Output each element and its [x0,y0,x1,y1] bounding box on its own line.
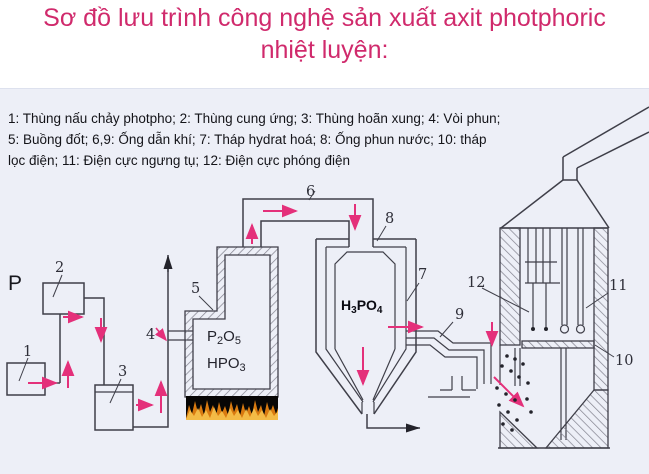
flow-arrow-nozzle [154,327,168,342]
phosphorus-input-label: P [8,272,22,295]
marker-7: 7 [418,267,427,283]
combustion-chamber: 5 P2O5 HPO3 [184,246,279,420]
marker-1-tick [18,357,29,382]
marker-10-tick [594,344,615,358]
funnel-right [576,179,610,229]
formula-h3po4: H3PO4 [341,297,383,316]
marker-6-tick [308,190,316,201]
legend-line-1: 1: Thùng nấu chảy photpho; 2: Thùng cung… [8,111,501,126]
spray-dots [495,354,533,432]
marker-12: 12 [467,275,485,291]
tower7-inner-vessel [334,251,396,401]
legend-line-2: 5: Buồng đốt; 6,9: Ống dẫn khí; 7: Tháp … [8,132,487,147]
marker-9-tick [439,321,454,338]
tower10-right-wall [593,227,609,391]
marker-7-tick [406,282,420,302]
chimney-upper-line [562,106,649,158]
electrode-tip [544,327,548,331]
riser-pipe [133,255,169,428]
marker-11-tick [585,292,609,309]
page-title: Sơ đồ lưu trình công nghệ sản xuất axit … [0,2,649,66]
flow-arrow-spray [493,376,525,408]
marker-8: 8 [385,211,394,227]
condenser-tip [575,324,586,334]
fire-flames-yellow [186,407,278,420]
gas-duct-6: 6 [242,184,374,247]
marker-4: 4 [146,327,155,343]
marker-8-tick [376,225,387,242]
chimney-lower-line [576,131,649,169]
marker-11: 11 [609,278,627,294]
fire [186,396,278,420]
duct9-line-1 [406,330,492,384]
phosphorus-feed-system: P 1 2 3 4 [6,254,193,431]
legend-line-3: lọc điện; 11: Điện cực ngưng tụ; 12: Điệ… [8,153,351,168]
melting-tank-1 [6,362,46,396]
tower7-neck [361,402,375,414]
condensing-electrodes [561,228,584,325]
discharge-electrodes [525,228,560,327]
duct9-line-2 [406,337,485,384]
marker-2-tick [52,274,63,298]
chimney-neck [562,157,578,181]
marker-2: 2 [55,260,64,276]
marker-3-tick [109,378,122,404]
marker-6: 6 [306,184,315,200]
tower7-drain-pipe [366,414,420,429]
duct9-line-3 [406,344,478,389]
title-line-1: Sơ đồ lưu trình công nghệ sản xuất axit … [43,4,606,32]
electrode-tip [531,327,535,331]
marker-3: 3 [118,364,127,380]
hydration-tower: H3PO4 7 8 [315,211,427,433]
tower10-left-wall [499,227,521,346]
marker-9: 9 [455,307,464,323]
duct6-outer [242,198,374,247]
title-line-2: nhiệt luyện: [260,36,389,64]
tower10-lower-pipes [499,345,567,440]
diagram-panel [0,88,649,474]
gas-duct-9: 9 [388,307,499,398]
hopper-right [544,389,609,449]
formula-p2o5: P2O5 [207,328,241,347]
tower7-outer-wall [315,239,417,415]
electrofilter-tower: 12 11 10 [467,106,649,449]
pipe-tank2-to-tank3 [84,297,105,385]
hopper-left [499,410,539,449]
condenser-tip [559,324,570,334]
tower7-inner-wall [325,247,407,403]
duct6-inner [260,220,350,247]
legend-text: 1: Thùng nấu chảy photpho; 2: Thùng cung… [8,108,586,171]
combustion-chamber-wall [184,246,279,398]
marker-5: 5 [191,281,200,297]
supply-tank-2 [42,282,85,315]
marker-12-tick [481,287,530,313]
formula-hpo3: HPO3 [207,355,246,374]
buffer-tank-3 [94,384,134,431]
marker-10: 10 [615,353,633,369]
duct9-splash-tray [428,376,476,398]
marker-1: 1 [23,344,32,360]
funnel-left [500,179,564,229]
marker-5-tick [198,295,214,311]
tower10-shelf [521,340,595,349]
